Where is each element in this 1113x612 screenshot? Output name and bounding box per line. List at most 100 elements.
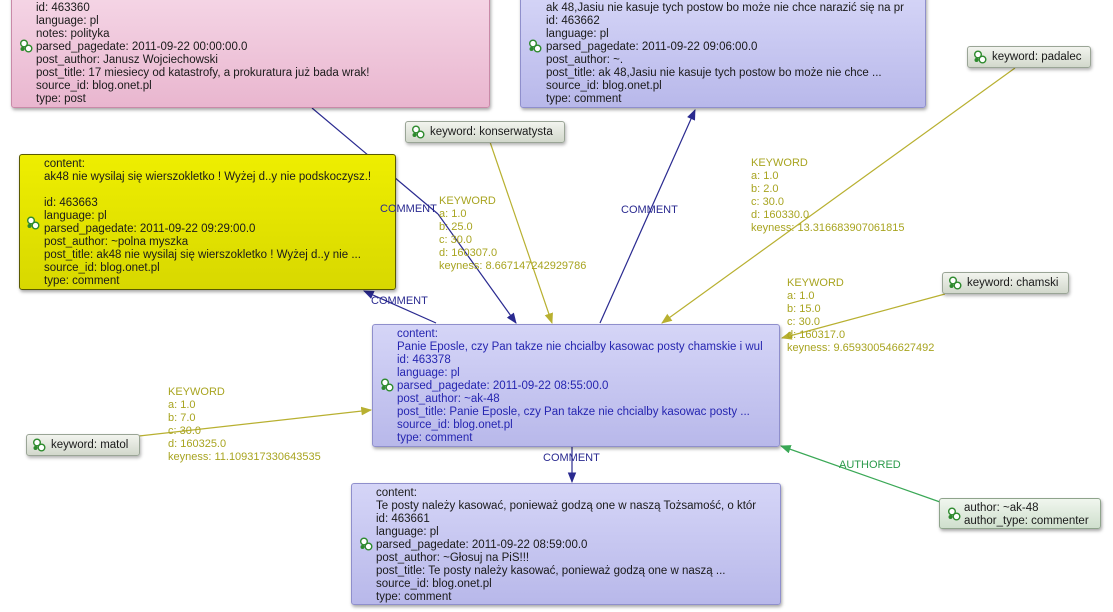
edge-label-comment: COMMENT	[621, 204, 678, 216]
edge-label-line: d: 160330.0	[751, 209, 810, 221]
node-keyword-konserwatysta[interactable]: keyword: konserwatysta	[405, 121, 565, 143]
field-line: source_id: blog.onet.pl	[397, 419, 513, 431]
edge-keyword-matol[interactable]	[138, 406, 373, 437]
field-line: author_type: commenter	[964, 515, 1089, 527]
node-graph-icon	[949, 276, 962, 290]
edge-label-keyword-matol: KEYWORD a: 1.0 b: 7.0 c: 30.0 d: 160325.…	[168, 386, 321, 464]
node-comment-463661[interactable]: content: Te posty należy kasować, poniew…	[351, 483, 781, 605]
node-comment-463378[interactable]: content: Panie Eposle, czy Pan takze nie…	[372, 324, 780, 447]
field-line: language: pl	[36, 15, 99, 27]
edge-label-line: c: 30.0	[751, 196, 785, 208]
field-line: source_id: blog.onet.pl	[376, 578, 492, 590]
edge-label-keyword-chamski: KEYWORD a: 1.0 b: 15.0 c: 30.0 d: 160317…	[787, 277, 934, 355]
field-line: notes: polityka	[36, 28, 110, 40]
edge-label-line: keyness: 8.667147242929786	[439, 260, 587, 272]
node-fields: id: 463360 language: pl notes: polityka …	[36, 2, 369, 106]
field-line: post_title: ak48 nie wysilaj się wierszo…	[44, 249, 361, 261]
field-line: author: ~ak-48	[964, 502, 1039, 514]
edge-label-line: keyness: 9.659300546627492	[787, 342, 935, 354]
edge-label-line: b: 15.0	[787, 303, 821, 315]
edge-keyword-padalec[interactable]	[661, 67, 1016, 324]
field-line: type: comment	[546, 93, 622, 105]
field-line: Te posty należy kasować, ponieważ godzą …	[376, 500, 757, 512]
field-line: parsed_pagedate: 2011-09-22 09:06:00.0	[546, 41, 758, 53]
node-graph-icon	[20, 39, 33, 53]
edge-label-line: c: 30.0	[439, 234, 473, 246]
field-line: post_title: Te posty należy kasować, pon…	[376, 565, 726, 577]
node-graph-icon	[27, 216, 40, 230]
node-fields: content: Te posty należy kasować, poniew…	[376, 487, 756, 604]
node-graph-icon	[948, 507, 961, 521]
edge-label-comment: COMMENT	[543, 452, 600, 464]
field-line: parsed_pagedate: 2011-09-22 08:59:00.0	[376, 539, 588, 551]
field-line: source_id: blog.onet.pl	[546, 80, 662, 92]
node-fields: content: Panie Eposle, czy Pan takze nie…	[397, 328, 763, 445]
node-keyword-padalec[interactable]: keyword: padalec	[967, 46, 1091, 68]
field-line: content:	[376, 487, 417, 499]
keyword-label: keyword: konserwatysta	[430, 126, 553, 138]
node-graph-icon	[412, 125, 425, 139]
field-line: language: pl	[44, 210, 107, 222]
field-line: language: pl	[546, 28, 609, 40]
edge-label-line: c: 30.0	[168, 425, 202, 437]
field-line: post_author: ~Głosuj na PiS!!!	[376, 552, 530, 564]
edge-label-line: b: 25.0	[439, 221, 473, 233]
field-line: id: 463662	[546, 15, 600, 27]
edge-label-line: c: 30.0	[787, 316, 821, 328]
field-line: content:	[44, 158, 85, 170]
edge-keyword-chamski[interactable]	[780, 293, 946, 340]
node-graph-icon	[360, 537, 373, 551]
node-graph-icon	[381, 378, 394, 392]
field-line: source_id: blog.onet.pl	[36, 80, 152, 92]
keyword-label: keyword: matol	[51, 439, 129, 451]
node-keyword-chamski[interactable]: keyword: chamski	[942, 272, 1069, 294]
edge-label-line: a: 1.0	[751, 170, 779, 182]
field-line: post_author: ~.	[546, 54, 624, 66]
field-line: type: comment	[397, 432, 473, 444]
edge-comment-to-top-right[interactable]	[599, 109, 696, 324]
edge-label-keyword-konserwatysta: KEYWORD a: 1.0 b: 25.0 c: 30.0 d: 160307…	[439, 195, 586, 273]
edge-label-line: KEYWORD	[168, 386, 225, 398]
node-comment-463662[interactable]: ak 48,Jasiu nie kasuje tych postow bo mo…	[520, 0, 926, 108]
node-keyword-matol[interactable]: keyword: matol	[26, 434, 140, 456]
edge-comment-to-selected[interactable]	[363, 290, 437, 324]
node-author[interactable]: author: ~ak-48 author_type: commenter	[939, 498, 1101, 529]
field-line: content:	[397, 328, 438, 340]
node-graph-icon	[529, 39, 542, 53]
edge-label-line: KEYWORD	[439, 195, 496, 207]
node-fields: ak 48,Jasiu nie kasuje tych postow bo mo…	[546, 2, 904, 106]
field-line: parsed_pagedate: 2011-09-22 08:55:00.0	[397, 380, 609, 392]
field-line: language: pl	[397, 367, 460, 379]
node-post-463360[interactable]: id: 463360 language: pl notes: polityka …	[11, 0, 490, 108]
field-line: post_title: ak 48,Jasiu nie kasuje tych …	[546, 67, 882, 79]
edge-label-line: d: 160325.0	[168, 438, 227, 450]
field-line: parsed_pagedate: 2011-09-22 09:29:00.0	[44, 223, 256, 235]
field-line: type: comment	[44, 275, 120, 287]
edge-label-comment: COMMENT	[371, 295, 428, 307]
edge-label-line: b: 2.0	[751, 183, 779, 195]
keyword-label: keyword: chamski	[967, 277, 1059, 289]
field-line: Panie Eposle, czy Pan takze nie chcialby…	[397, 341, 763, 353]
keyword-label: keyword: padalec	[992, 51, 1082, 63]
field-line: id: 463661	[376, 513, 430, 525]
field-line: ak48 nie wysilaj się wierszokletko ! Wyż…	[44, 171, 372, 183]
edge-comment-center-to-selected[interactable]	[437, 213, 517, 324]
edge-label-keyword-padalec: KEYWORD a: 1.0 b: 2.0 c: 30.0 d: 160330.…	[751, 157, 905, 235]
edge-label-line: a: 1.0	[787, 290, 815, 302]
edge-label-authored: AUTHORED	[839, 459, 901, 471]
field-line: parsed_pagedate: 2011-09-22 00:00:00.0	[36, 41, 248, 53]
node-comment-463663-selected[interactable]: content: ak48 nie wysilaj się wierszokle…	[19, 154, 396, 290]
edge-label-line: a: 1.0	[168, 399, 196, 411]
edge-label-line: d: 160307.0	[439, 247, 498, 259]
field-line: language: pl	[376, 526, 439, 538]
edge-label-line: b: 7.0	[168, 412, 196, 424]
field-line: source_id: blog.onet.pl	[44, 262, 160, 274]
edge-authored[interactable]	[779, 445, 941, 503]
field-line: id: 463378	[397, 354, 451, 366]
field-line: id: 463360	[36, 2, 90, 14]
edge-label-line: KEYWORD	[787, 277, 844, 289]
edge-label-line: a: 1.0	[439, 208, 467, 220]
edge-keyword-konserwatysta[interactable]	[489, 141, 553, 325]
field-line: type: comment	[376, 591, 452, 603]
